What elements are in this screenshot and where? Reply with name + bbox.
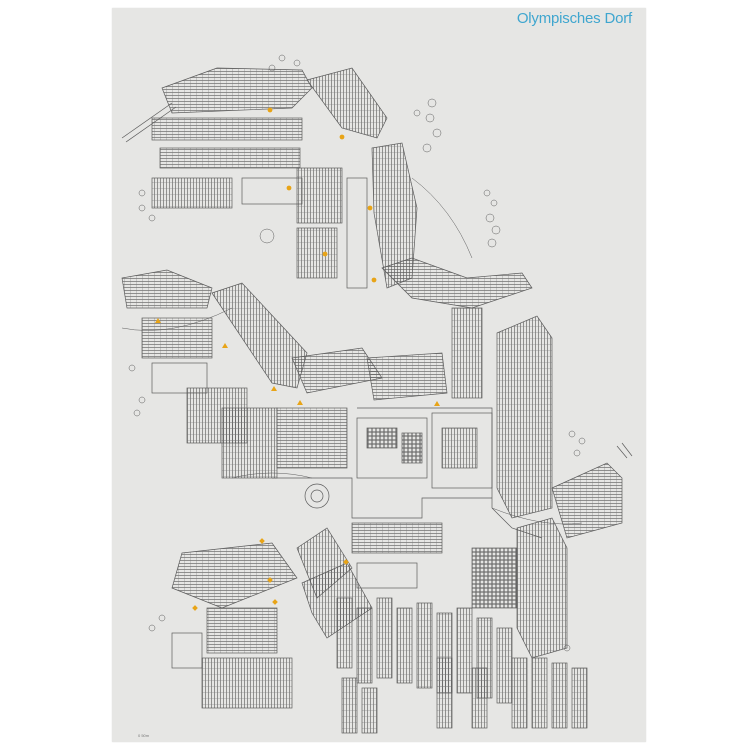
- slab-blocks-east: [491, 315, 633, 659]
- bungalow-grid-field: [336, 547, 588, 734]
- orange-location-markers: [155, 107, 440, 611]
- terrace-cluster-north-west: [121, 67, 388, 209]
- central-forum: [272, 307, 493, 519]
- terrace-block-middle-diagonal: [121, 269, 448, 479]
- trees: [128, 54, 586, 652]
- terrace-cluster-south-west: [171, 522, 443, 709]
- terrace-block-north-center: [296, 142, 533, 309]
- scale-label: 0 50m: [138, 733, 150, 738]
- poster-title: Olympisches Dorf: [516, 10, 632, 27]
- poster-sheet: Olympisches Dorf: [112, 8, 646, 742]
- olympic-village-site-plan: [121, 54, 633, 734]
- footpaths: [121, 177, 583, 525]
